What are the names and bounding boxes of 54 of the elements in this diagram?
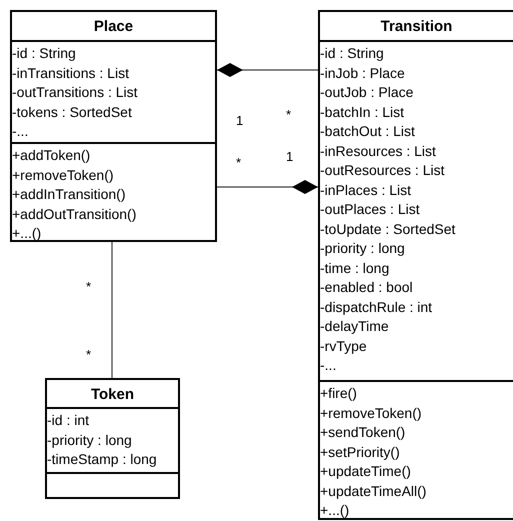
multiplicity-label: 1 [286,150,294,164]
attribute-text: -batchIn : List [320,102,404,122]
attribute-text: -inPlaces : List [320,180,412,200]
attribute-text: -dispatchRule : int [320,298,432,317]
class-box [45,378,180,499]
multiplicity-label: * [86,348,92,362]
composition-line [217,180,318,194]
class-name: Place [92,17,134,37]
attribute-text: -inJob : Place [320,64,405,82]
attribute-text: -outPlaces : List [320,200,420,219]
multiplicity-label: * [236,156,242,170]
composition-line [217,63,318,77]
class-box [318,10,513,520]
method-compartment [318,380,513,518]
attribute-text: -time : long [320,258,390,278]
method-text: +updateTimeAll() [320,482,426,501]
attribute-text: -... [320,356,336,375]
attribute-text: -id : String [12,44,76,63]
attribute-text: -inResources : List [320,142,436,160]
attribute-text: -delayTime [320,317,389,336]
method-text: +fire() [320,384,357,403]
multiplicity-label: * [286,108,292,122]
attribute-text: -id : String [320,44,384,63]
method-compartment [10,142,217,240]
multiplicity-label: * [86,280,92,294]
attribute-text: -outTransitions : List [12,83,138,102]
attribute-text: -priority : long [47,430,132,450]
method-text: +...() [12,224,42,243]
multiplicity-label: 1 [236,114,244,128]
attribute-text: -outJob : Place [320,83,414,102]
method-text: +updateTime() [320,462,411,481]
attribute-text: -rvType [320,336,367,356]
association-line [111,242,113,378]
attribute-text: -outResources : List [320,161,444,180]
attribute-text: -priority : long [320,239,405,258]
method-text: +addToken() [12,146,90,165]
method-text: +addInTransition() [12,185,126,204]
class-name: Token [90,385,136,405]
class-name: Transition [380,17,454,37]
method-text: +...() [320,501,350,520]
method-text: +removeToken() [320,404,422,423]
method-text: +setPriority() [320,442,400,462]
attribute-text: -inTransitions : List [12,64,129,82]
class-box [10,10,217,242]
attribute-text: -... [12,122,28,141]
attribute-text: -id : int [47,411,90,430]
attribute-text: -batchOut : List [320,122,415,141]
attribute-text: -timeStamp : long [47,450,157,469]
attribute-text: -tokens : SortedSet [12,102,132,122]
method-text: +sendToken() [320,423,406,442]
method-text: +removeToken() [12,166,114,185]
attribute-text: -enabled : bool [320,278,413,297]
method-text: +addOutTransition() [12,204,136,224]
attribute-text: -toUpdate : SortedSet [320,220,456,239]
